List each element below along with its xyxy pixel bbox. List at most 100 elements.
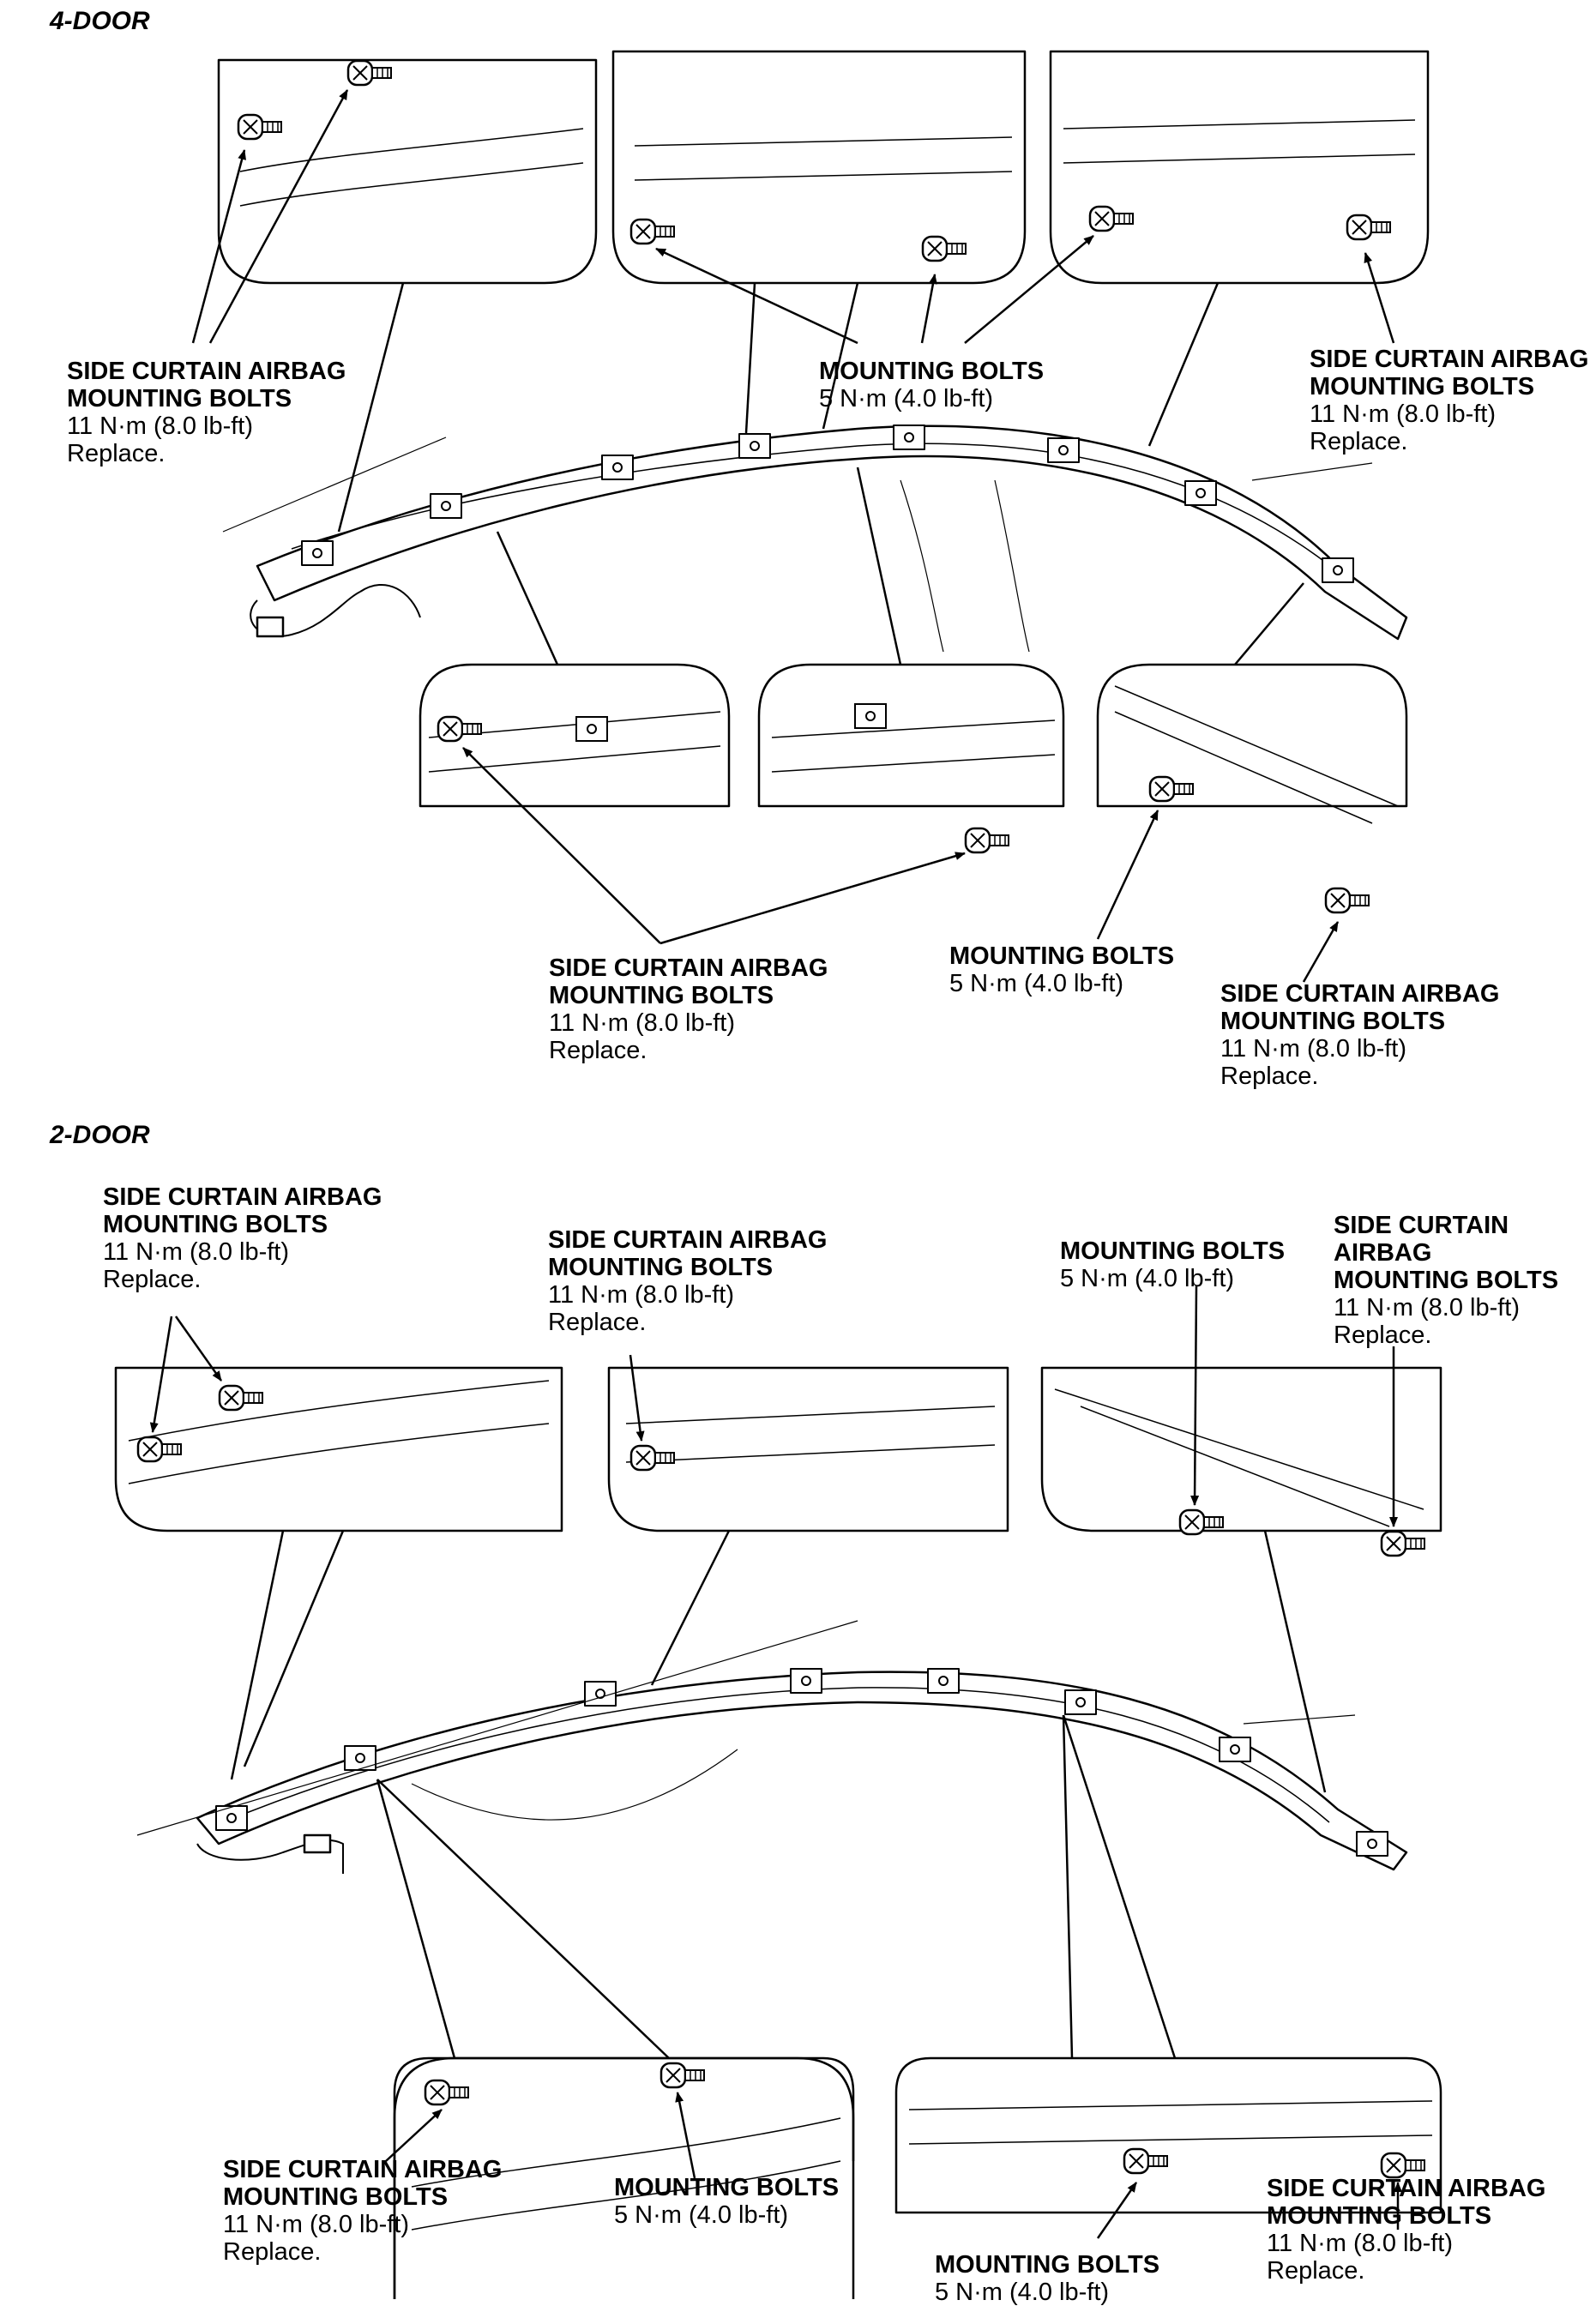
label-airbag: SIDE CURTAIN AIRBAG bbox=[1310, 346, 1589, 373]
label-airbag: SIDE CURTAIN AIRBAG bbox=[223, 2156, 503, 2183]
bolt-icon bbox=[218, 1384, 264, 1412]
label-replace: Replace. bbox=[1334, 1322, 1432, 1349]
detail-box-2d-2 bbox=[607, 1366, 1009, 1532]
label-torque: 11 N·m (8.0 lb-ft) bbox=[548, 1281, 735, 1309]
label-airbag: SIDE CURTAIN AIRBAG bbox=[548, 1226, 828, 1254]
callout-4d-side-curtain-left: SIDE CURTAIN AIRBAG MOUNTING BOLTS 11 N·… bbox=[67, 358, 346, 467]
bolt-icon bbox=[1148, 775, 1195, 803]
airbag-rail-2d bbox=[196, 1671, 1408, 1871]
bolt-icon bbox=[1088, 205, 1135, 232]
bracket-icon bbox=[854, 703, 887, 729]
bolt-icon bbox=[1123, 2147, 1169, 2175]
callout-2d-side-curtain-right: SIDE CURTAIN AIRBAG MOUNTING BOLTS 11 N·… bbox=[1334, 1212, 1558, 1349]
label-airbag: SIDE CURTAIN AIRBAG bbox=[549, 954, 828, 982]
label-replace: Replace. bbox=[103, 1266, 202, 1293]
callout-2d-mounting-bottom-middle: MOUNTING BOLTS 5 N·m (4.0 lb-ft) bbox=[614, 2174, 839, 2229]
airbag-rail-4d bbox=[256, 424, 1408, 641]
label-bolts: MOUNTING BOLTS bbox=[1334, 1267, 1559, 1294]
label-bolts: MOUNTING BOLTS bbox=[548, 1254, 774, 1281]
four-door-diagram bbox=[217, 50, 1430, 824]
label-airbag: SIDE CURTAIN AIRBAG bbox=[1267, 2175, 1546, 2202]
section-title-2-door: 2-DOOR bbox=[50, 1121, 150, 1149]
label-torque: 5 N·m (4.0 lb-ft) bbox=[935, 2279, 1110, 2306]
bolt-icon bbox=[437, 715, 483, 743]
bolt-icon bbox=[964, 827, 1010, 854]
arrows-4d bbox=[191, 89, 1395, 983]
label-bolts: MOUNTING BOLTS bbox=[67, 385, 292, 412]
callout-2d-side-curtain-bottom-left: SIDE CURTAIN AIRBAG MOUNTING BOLTS 11 N·… bbox=[223, 2156, 502, 2266]
bolt-icon bbox=[346, 59, 393, 87]
label-replace: Replace. bbox=[1310, 428, 1408, 455]
detail-box-2d-4-body bbox=[393, 2056, 855, 2299]
label-torque: 11 N·m (8.0 lb-ft) bbox=[1310, 400, 1497, 428]
label-bolts: MOUNTING BOLTS bbox=[223, 2183, 449, 2211]
callout-2d-side-curtain-left: SIDE CURTAIN AIRBAG MOUNTING BOLTS 11 N·… bbox=[103, 1183, 382, 1293]
label-bolts: MOUNTING BOLTS bbox=[549, 982, 774, 1009]
callout-4d-side-curtain-right: SIDE CURTAIN AIRBAG MOUNTING BOLTS 11 N·… bbox=[1310, 346, 1588, 455]
label-bolts: MOUNTING BOLTS bbox=[1060, 1237, 1286, 1265]
two-door-diagram bbox=[114, 1366, 1442, 2299]
label-torque: 11 N·m (8.0 lb-ft) bbox=[67, 412, 254, 440]
label-torque: 11 N·m (8.0 lb-ft) bbox=[1334, 1294, 1521, 1322]
bolt-icon bbox=[237, 113, 283, 141]
bolt-icon bbox=[1346, 214, 1392, 241]
bolt-icons-4d bbox=[237, 59, 1392, 914]
bolt-icon bbox=[1324, 887, 1370, 914]
label-replace: Replace. bbox=[1267, 2257, 1365, 2285]
label-bolts: MOUNTING BOLTS bbox=[103, 1211, 328, 1238]
label-replace: Replace. bbox=[223, 2238, 322, 2266]
detail-box-4d-5 bbox=[757, 663, 1065, 808]
label-bolts: MOUNTING BOLTS bbox=[1267, 2202, 1492, 2230]
label-airbag: SIDE CURTAIN AIRBAG bbox=[103, 1183, 382, 1211]
label-airbag: SIDE CURTAIN AIRBAG bbox=[67, 358, 346, 385]
detail-box-4d-2 bbox=[611, 50, 1027, 285]
callout-2d-mounting-top: MOUNTING BOLTS 5 N·m (4.0 lb-ft) bbox=[1060, 1237, 1285, 1292]
bolt-icon bbox=[659, 2062, 706, 2089]
bolt-icon bbox=[921, 235, 967, 262]
detail-box-4d-1 bbox=[217, 58, 598, 285]
detail-box-2d-5 bbox=[894, 2056, 1442, 2214]
label-replace: Replace. bbox=[548, 1309, 647, 1336]
label-torque: 5 N·m (4.0 lb-ft) bbox=[614, 2201, 789, 2229]
label-bolts: MOUNTING BOLTS bbox=[1310, 373, 1535, 400]
label-side-curtain: SIDE CURTAIN bbox=[1334, 1212, 1509, 1239]
label-torque: 11 N·m (8.0 lb-ft) bbox=[103, 1238, 290, 1266]
detail-box-4d-6 bbox=[1096, 663, 1408, 808]
detail-box-2d-1 bbox=[114, 1366, 563, 1532]
callout-4d-mounting-top: MOUNTING BOLTS 5 N·m (4.0 lb-ft) bbox=[819, 358, 1044, 412]
label-torque: 5 N·m (4.0 lb-ft) bbox=[1060, 1265, 1235, 1292]
callout-2d-mounting-bottom-right: MOUNTING BOLTS 5 N·m (4.0 lb-ft) bbox=[935, 2251, 1159, 2306]
label-torque: 5 N·m (4.0 lb-ft) bbox=[949, 970, 1124, 997]
bolt-icon bbox=[629, 1444, 676, 1472]
label-bolts: MOUNTING BOLTS bbox=[935, 2251, 1160, 2279]
label-torque: 11 N·m (8.0 lb-ft) bbox=[223, 2211, 410, 2238]
bolt-icon bbox=[136, 1436, 183, 1463]
bolt-icon bbox=[424, 2079, 470, 2106]
label-replace: Replace. bbox=[67, 440, 166, 467]
label-torque: 11 N·m (8.0 lb-ft) bbox=[549, 1009, 736, 1037]
detail-box-4d-3 bbox=[1049, 50, 1430, 285]
arrows-2d bbox=[149, 1285, 1402, 2239]
bolt-icon bbox=[1380, 2152, 1426, 2179]
bolt-icon bbox=[1380, 1530, 1426, 1557]
label-airbag-word: AIRBAG bbox=[1334, 1239, 1432, 1267]
label-replace: Replace. bbox=[1220, 1063, 1319, 1090]
label-torque: 11 N·m (8.0 lb-ft) bbox=[1220, 1035, 1407, 1063]
label-bolts: MOUNTING BOLTS bbox=[819, 358, 1045, 385]
label-replace: Replace. bbox=[549, 1037, 647, 1064]
label-bolts: MOUNTING BOLTS bbox=[614, 2174, 840, 2201]
label-torque: 5 N·m (4.0 lb-ft) bbox=[819, 385, 994, 412]
label-bolts: MOUNTING BOLTS bbox=[1220, 1008, 1446, 1035]
detail-box-4d-4 bbox=[419, 663, 731, 808]
callout-2d-side-curtain-middle: SIDE CURTAIN AIRBAG MOUNTING BOLTS 11 N·… bbox=[548, 1226, 827, 1336]
detail-box-2d-3 bbox=[1040, 1366, 1442, 1532]
bracket-icon bbox=[575, 716, 608, 742]
label-airbag: SIDE CURTAIN AIRBAG bbox=[1220, 980, 1500, 1008]
callout-4d-mounting-bottom: MOUNTING BOLTS 5 N·m (4.0 lb-ft) bbox=[949, 942, 1174, 997]
callout-4d-side-curtain-bottom-right: SIDE CURTAIN AIRBAG MOUNTING BOLTS 11 N·… bbox=[1220, 980, 1499, 1090]
bolt-icon bbox=[629, 218, 676, 245]
callout-4d-side-curtain-bottom-left: SIDE CURTAIN AIRBAG MOUNTING BOLTS 11 N·… bbox=[549, 954, 828, 1064]
label-torque: 11 N·m (8.0 lb-ft) bbox=[1267, 2230, 1454, 2257]
callout-2d-side-curtain-bottom-right: SIDE CURTAIN AIRBAG MOUNTING BOLTS 11 N·… bbox=[1267, 2175, 1545, 2285]
